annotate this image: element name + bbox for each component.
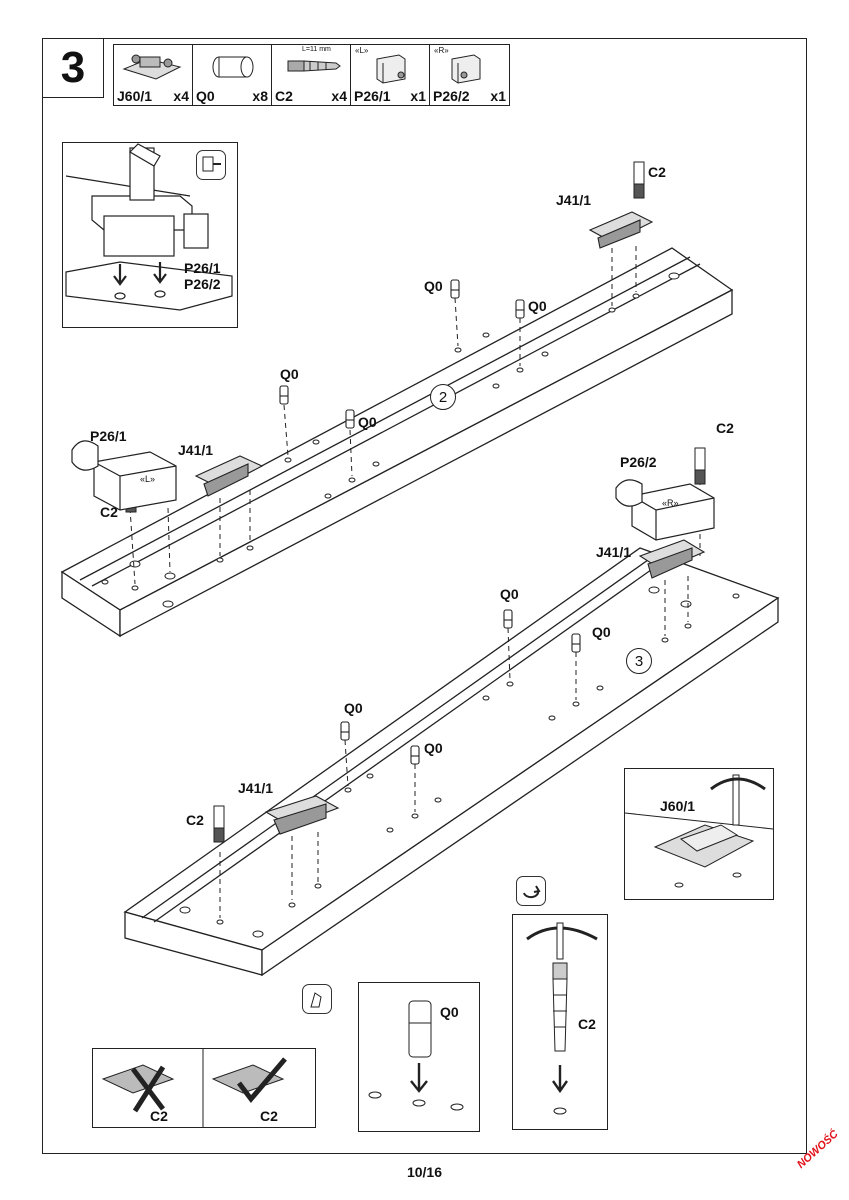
label-j41: J41/1 <box>556 192 592 208</box>
label-p26-2: P26/2 <box>184 276 221 292</box>
label-j41: J41/1 <box>596 544 632 560</box>
bracket-right-icon <box>451 54 481 84</box>
c2-inset <box>512 914 608 1130</box>
wrong-right-art <box>101 1049 287 1127</box>
part-code: C2 <box>275 88 293 104</box>
part-p26-2: «R» P26/2 x1 <box>430 45 509 105</box>
label-c2: C2 <box>648 164 666 180</box>
page-number: 10/16 <box>406 1164 443 1180</box>
rotate-icon <box>516 876 546 906</box>
q0-inset <box>358 982 480 1132</box>
j60-screw-art <box>624 774 774 888</box>
pin-icon <box>212 56 254 78</box>
part-code: P26/1 <box>354 88 391 104</box>
part-code: P26/2 <box>433 88 470 104</box>
label-q0: Q0 <box>528 298 547 314</box>
panel-2-holes <box>101 272 680 608</box>
label-q0: Q0 <box>280 366 299 382</box>
part-c2: L=11 mm C2 x4 <box>272 45 351 105</box>
part-q0: Q0 x8 <box>193 45 272 105</box>
part-qty: x8 <box>252 88 268 104</box>
panel-3-holes <box>179 586 740 938</box>
label-j60: J60/1 <box>660 798 696 814</box>
hammer-inset <box>62 142 238 328</box>
part-qty: x4 <box>173 88 189 104</box>
label-p26-1: P26/1 <box>184 260 221 276</box>
label-c2: C2 <box>578 1016 596 1032</box>
label-q0: Q0 <box>440 1004 459 1020</box>
label-q0: Q0 <box>344 700 363 716</box>
label-q0: Q0 <box>424 740 443 756</box>
label-c2: C2 <box>100 504 118 520</box>
part-j60: J60/1 x4 <box>114 45 193 105</box>
q0-insert-art <box>368 1000 464 1111</box>
part-p26-1: «L» P26/1 x1 <box>351 45 430 105</box>
q0-pins <box>279 279 581 765</box>
length-note: L=11 mm <box>302 46 331 53</box>
correct-mark-icon <box>237 1057 287 1104</box>
label-tag-l: «L» <box>140 474 156 484</box>
hammer-icon <box>196 150 226 180</box>
hinge-plate-icon <box>122 54 182 80</box>
part-code: Q0 <box>196 88 215 104</box>
panel-3-marker: 3 <box>626 648 652 674</box>
step-number: 3 <box>42 38 104 98</box>
part-code: J60/1 <box>117 88 153 104</box>
label-tag-r: «R» <box>662 498 679 508</box>
c2-insert-art <box>526 922 598 1115</box>
wrong-mark-icon <box>131 1065 166 1113</box>
label-j41: J41/1 <box>178 442 214 458</box>
hand-icon <box>302 984 332 1014</box>
bracket-left-icon <box>376 54 406 84</box>
part-tag: «L» <box>355 46 369 55</box>
label-j41: J41/1 <box>238 780 274 796</box>
label-p26-1: P26/1 <box>90 428 127 444</box>
label-p26-2: P26/2 <box>620 454 657 470</box>
dowel-screw-icon <box>287 60 341 72</box>
part-qty: x1 <box>410 88 426 104</box>
label-c2: C2 <box>716 420 734 436</box>
j60-inset <box>624 768 774 900</box>
parts-list: J60/1 x4 Q0 x8 L=11 mm C2 x4 «L» P26/1 <box>113 44 510 106</box>
label-c2: C2 <box>186 812 204 828</box>
label-c2: C2 <box>260 1108 278 1124</box>
label-c2: C2 <box>150 1108 168 1124</box>
label-q0: Q0 <box>424 278 443 294</box>
hammer-inset-art <box>65 143 233 311</box>
label-q0: Q0 <box>358 414 377 430</box>
j41-plates <box>194 211 706 835</box>
panel-2-marker: 2 <box>430 384 456 410</box>
label-q0: Q0 <box>500 586 519 602</box>
panel-3-board <box>123 547 780 977</box>
label-q0: Q0 <box>592 624 611 640</box>
p26-brackets <box>71 440 715 541</box>
wrong-right-inset <box>92 1048 316 1128</box>
part-qty: x4 <box>331 88 347 104</box>
part-tag: «R» <box>434 46 449 55</box>
instruction-frame <box>42 38 807 1154</box>
panel-2-board <box>60 247 734 638</box>
part-qty: x1 <box>490 88 506 104</box>
